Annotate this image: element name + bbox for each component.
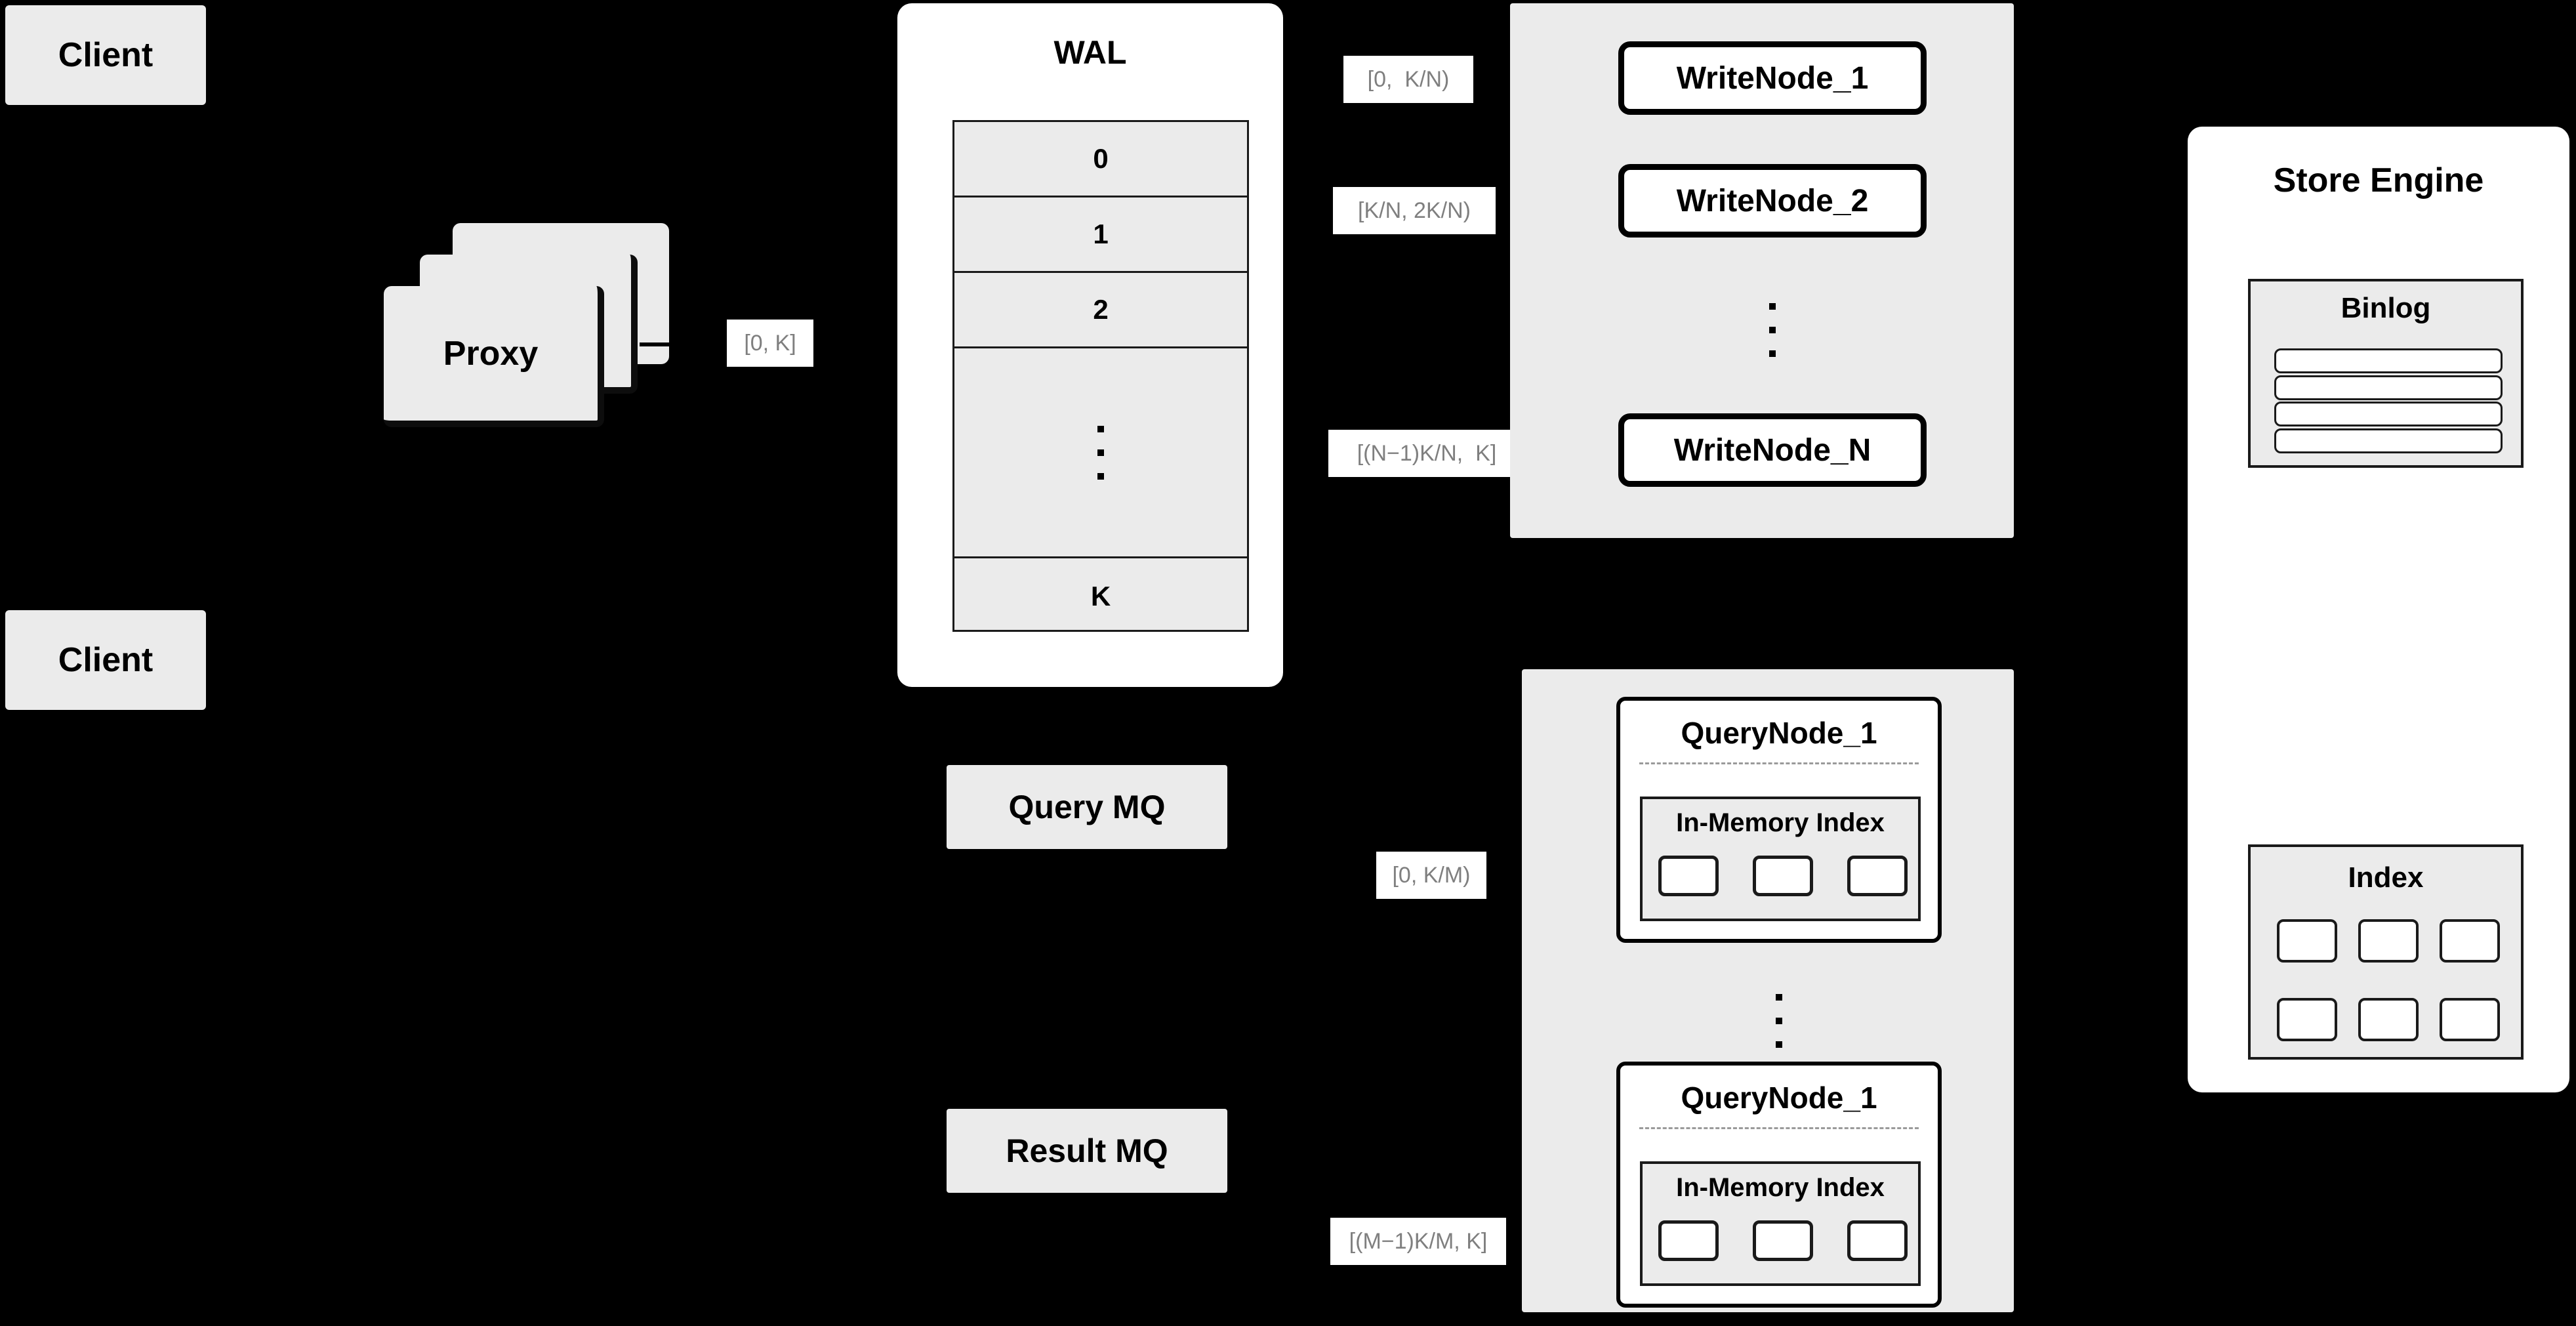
wal-row[interactable]: 0	[954, 122, 1247, 197]
index-grid-row	[2277, 998, 2500, 1041]
ellipsis-dot	[1776, 1017, 1782, 1024]
in-memory-index-1-cells	[1658, 856, 1908, 908]
edge-label-query-to-querynode-m: [(M−1)K/M, K]	[1330, 1218, 1506, 1265]
wal-row-ellipsis	[954, 348, 1247, 558]
query-node-m[interactable]: QueryNode_1 In-Memory Index	[1616, 1062, 1942, 1308]
proxy-stack[interactable]: Proxy	[380, 210, 682, 440]
edge-label-proxy-to-wal: [0, K]	[727, 320, 813, 367]
binlog-title: Binlog	[2341, 292, 2431, 324]
store-engine-container: Store Engine Binlog Index	[2188, 127, 2569, 1092]
wal-row[interactable]: K	[1090, 581, 1111, 611]
wal-row[interactable]: 1	[954, 197, 1247, 273]
query-mq-label: Query MQ	[1008, 789, 1166, 825]
index-cell[interactable]	[2358, 919, 2419, 963]
write-node-n[interactable]: WriteNode_N	[1618, 413, 1927, 487]
binlog-bars	[2274, 348, 2503, 453]
in-memory-index-m: In-Memory Index	[1640, 1161, 1921, 1286]
store-engine-title: Store Engine	[2273, 161, 2484, 199]
proxy-label: Proxy	[443, 334, 539, 373]
binlog-panel: Binlog	[2248, 279, 2524, 468]
index-cell[interactable]	[2440, 919, 2500, 963]
proxy-node[interactable]: Proxy	[384, 286, 604, 427]
index-panel: Index	[2248, 844, 2524, 1060]
arrow-line-to-index	[2131, 948, 2191, 953]
write-node-1[interactable]: WriteNode_1	[1618, 41, 1927, 115]
query-node-cluster: QueryNode_1 In-Memory Index QueryNode_1	[1522, 669, 2014, 1312]
wal-container: WAL 0 1 2 K	[897, 3, 1283, 687]
ellipsis-dot	[1097, 425, 1104, 432]
index-cell[interactable]	[1847, 1220, 1908, 1261]
query-node-m-title: QueryNode_1	[1681, 1081, 1877, 1115]
index-cell[interactable]	[1847, 856, 1908, 896]
query-mq-node[interactable]: Query MQ	[947, 765, 1227, 849]
query-node-1-title: QueryNode_1	[1681, 716, 1877, 750]
binlog-entry[interactable]	[2274, 402, 2503, 427]
index-cell[interactable]	[2277, 919, 2337, 963]
query-cluster-ellipsis	[1766, 963, 1792, 1078]
client-node-2-label: Client	[58, 641, 153, 679]
index-panel-title: Index	[2348, 861, 2424, 894]
query-node-1-divider	[1639, 762, 1919, 764]
client-node-2[interactable]: Client	[5, 610, 206, 710]
binlog-entry[interactable]	[2274, 348, 2503, 373]
ellipsis-dot	[1776, 993, 1782, 1001]
index-grid	[2277, 919, 2500, 1041]
index-cell[interactable]	[1753, 1220, 1813, 1261]
ellipsis-dot	[1776, 1041, 1782, 1048]
in-memory-index-1-title: In-Memory Index	[1676, 808, 1885, 837]
arrow-line-to-binlog	[2131, 386, 2191, 391]
edge-label-wal-to-writenode-n: [(N−1)K/N, K]	[1328, 430, 1525, 477]
write-cluster-ellipsis	[1759, 272, 1786, 387]
index-cell[interactable]	[2358, 998, 2419, 1041]
result-mq-node[interactable]: Result MQ	[947, 1109, 1227, 1193]
write-node-cluster: WriteNode_1 WriteNode_2 WriteNode_N	[1510, 3, 2014, 538]
index-cell[interactable]	[2440, 998, 2500, 1041]
index-cell[interactable]	[2277, 998, 2337, 1041]
result-mq-label: Result MQ	[1006, 1132, 1168, 1169]
ellipsis-dot	[1769, 302, 1776, 310]
in-memory-index-1: In-Memory Index	[1640, 797, 1921, 921]
ellipsis-dot	[1097, 472, 1104, 480]
ellipsis-dot	[1769, 350, 1776, 357]
query-node-m-divider	[1639, 1127, 1919, 1129]
index-cell[interactable]	[1658, 856, 1719, 896]
ellipsis-dot	[1097, 449, 1104, 456]
query-node-1[interactable]: QueryNode_1 In-Memory Index	[1616, 697, 1942, 943]
ellipsis-dot	[1769, 326, 1776, 333]
wal-table: 0 1 2 K	[952, 120, 1249, 632]
binlog-entry[interactable]	[2274, 428, 2503, 453]
proxy-to-wal-connector	[640, 342, 685, 346]
index-cell[interactable]	[1658, 1220, 1719, 1261]
client-node-1[interactable]: Client	[5, 5, 206, 105]
wal-row[interactable]: 2	[954, 273, 1247, 348]
in-memory-index-m-title: In-Memory Index	[1676, 1173, 1885, 1202]
wal-title: WAL	[1053, 34, 1127, 71]
in-memory-index-m-cells	[1658, 1220, 1908, 1273]
index-cell[interactable]	[1753, 856, 1813, 896]
edge-label-wal-to-writenode-1: [0, K/N)	[1343, 56, 1473, 103]
client-node-1-label: Client	[58, 36, 153, 74]
edge-label-wal-to-writenode-2: [K/N, 2K/N)	[1333, 187, 1496, 234]
index-grid-row	[2277, 919, 2500, 963]
write-node-2[interactable]: WriteNode_2	[1618, 164, 1927, 238]
edge-label-query-to-querynode-1: [0, K/M)	[1376, 852, 1486, 899]
binlog-entry[interactable]	[2274, 375, 2503, 400]
